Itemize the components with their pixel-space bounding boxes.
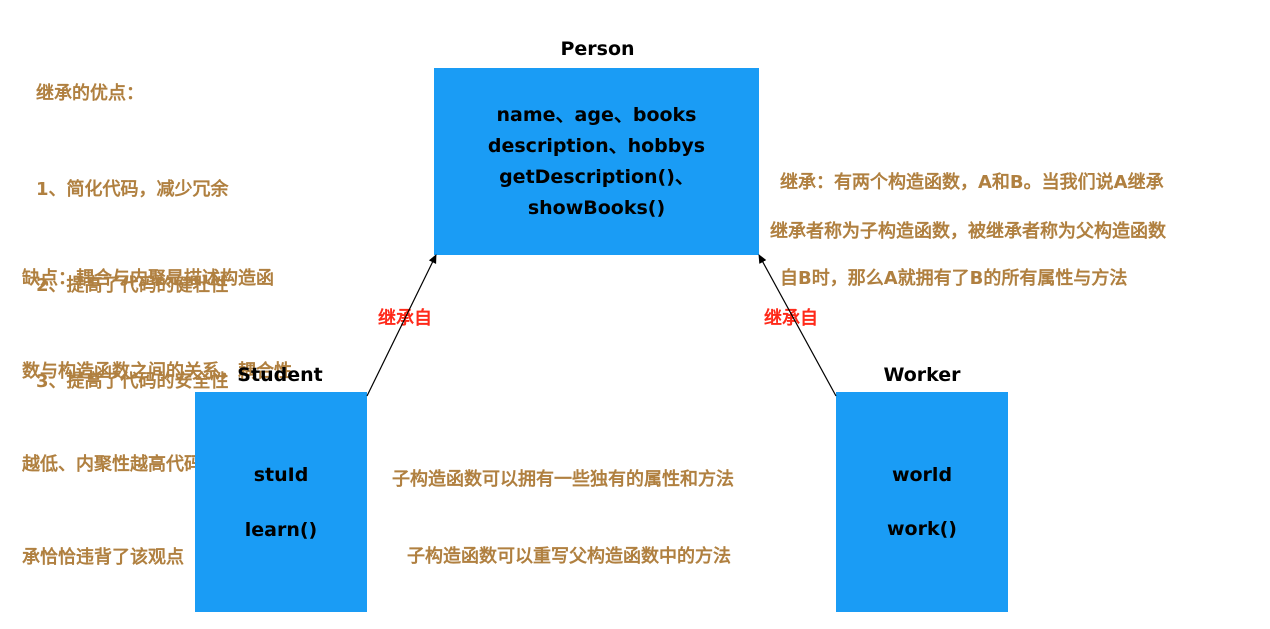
worker-member: world (891, 464, 953, 486)
inherit-label-student: 继承自 (378, 308, 432, 329)
child-note-override: 子构造函数可以重写父构造函数中的方法 (407, 546, 731, 567)
advantage-item: 3、提高了代码的安全性 (36, 371, 229, 392)
disadvantage-line: 承恰恰违背了该观点 (22, 547, 184, 568)
student-member: stuId (253, 463, 309, 486)
worker-title: Worker (883, 364, 961, 386)
naming-note: 继承者称为子构造函数，被继承者称为父构造函数 (770, 221, 1166, 242)
child-note-unique: 子构造函数可以拥有一些独有的属性和方法 (392, 469, 734, 490)
person-member: getDescription()、showBooks() (499, 165, 694, 219)
definition-line: 继承：有两个构造函数，A和B。当我们说A继承 (780, 172, 1164, 193)
student-box: stuId learn() (195, 392, 367, 612)
student-member: learn() (244, 518, 318, 541)
person-box: name、age、books description、hobbys getDes… (434, 68, 759, 255)
person-member: name、age、books (496, 103, 697, 126)
worker-box: world work() (836, 392, 1008, 612)
definition-line: 自B时，那么A就拥有了B的所有属性与方法 (780, 268, 1128, 289)
advantage-item: 1、简化代码，减少冗余 (36, 179, 229, 200)
definition-note: 继承：有两个构造函数，A和B。当我们说A继承 自B时，那么A就拥有了B的所有属性… (780, 103, 1164, 327)
disadvantage-line: 缺点：耦合与内聚是描述构造函 (22, 268, 274, 289)
advantages-title: 继承的优点： (36, 83, 144, 104)
person-title: Person (560, 38, 635, 60)
student-title: Student (237, 364, 323, 386)
worker-member: work() (887, 518, 957, 540)
advantage-item: 2、提高了代码的健壮性 (36, 275, 229, 296)
inherit-label-worker: 继承自 (764, 308, 818, 329)
advantages-note: 继承的优点： 1、简化代码，减少冗余 2、提高了代码的健壮性 3、提高了代码的安… (36, 14, 229, 430)
person-member: description、hobbys (487, 134, 706, 157)
disadvantage-line: 数与构造函数之间的关系，耦合性 (22, 361, 292, 382)
